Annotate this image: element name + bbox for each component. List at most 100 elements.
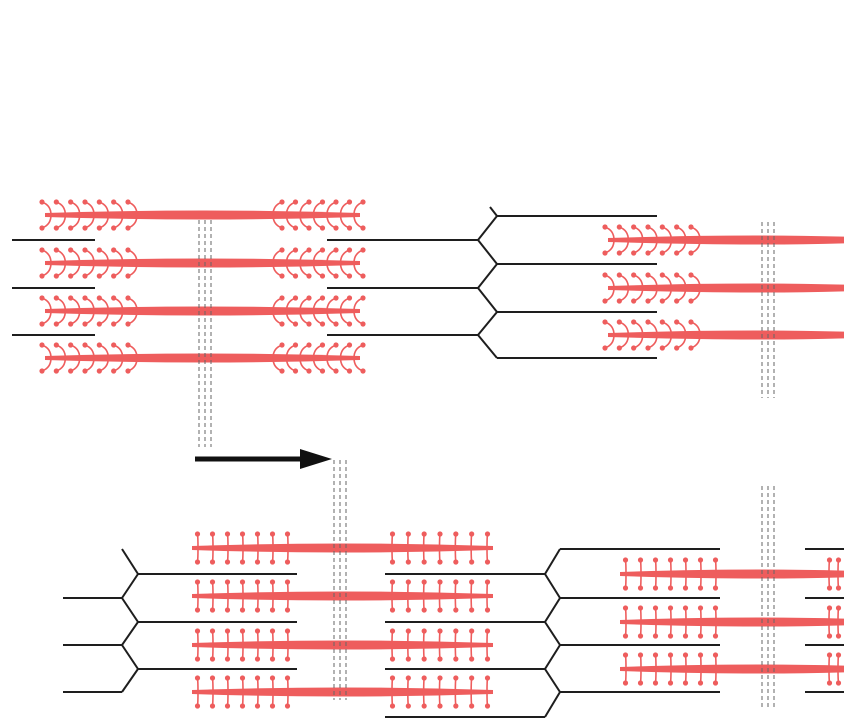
myosin-head-tip — [68, 225, 74, 231]
myosin-head-tip — [645, 272, 651, 278]
myosin-filament — [192, 628, 493, 662]
myosin-head-tip — [667, 680, 674, 686]
myosin-head-tip — [96, 295, 102, 301]
myosin-body — [192, 687, 493, 697]
myosin-head-tip — [405, 675, 411, 681]
myosin-head-tip — [835, 652, 842, 658]
myosin-head-tip — [239, 579, 246, 585]
myosin-head-tip — [453, 559, 459, 565]
myosin-head-tip — [125, 342, 131, 348]
myosin-head-tip — [254, 531, 261, 537]
myosin-head-tip — [194, 675, 201, 681]
myosin-body — [45, 306, 360, 316]
myosin-head-tip — [111, 247, 117, 253]
myosin-head-tip — [437, 579, 443, 585]
myosin-head-tip — [269, 628, 276, 634]
myosin-head-tip — [111, 199, 117, 205]
m-line-layer — [198, 220, 775, 708]
myosin-head-tip — [254, 579, 261, 585]
myosin-head-tip — [826, 652, 833, 658]
myosin-head-tip — [437, 703, 443, 709]
myosin-head-tip — [209, 607, 216, 613]
myosin-head-tip — [637, 605, 644, 611]
myosin-head-tip — [82, 368, 88, 374]
myosin-head-tip — [421, 703, 427, 709]
myosin-head-tip — [82, 247, 88, 253]
myosin-head-tip — [389, 579, 396, 585]
myosin-body — [192, 543, 493, 553]
myosin-head-tip — [319, 199, 326, 205]
myosin-head-tip — [333, 368, 339, 374]
myosin-head-tip — [279, 273, 285, 279]
myosin-head-tip — [346, 342, 353, 348]
myosin-body — [608, 283, 844, 293]
myosin-head-tip — [652, 585, 659, 591]
myosin-head-tip — [346, 273, 353, 279]
myosin-head-tip — [697, 557, 704, 563]
myosin-head-tip — [224, 531, 231, 537]
myosin-head-tip — [421, 628, 427, 634]
myosin-head-tip — [292, 321, 299, 327]
myosin-head-tip — [194, 703, 201, 709]
myosin-head-tip — [688, 345, 694, 351]
myosin-head-tip — [279, 368, 285, 374]
myosin-head-tip — [239, 607, 246, 613]
myosin-head-tip — [254, 559, 261, 565]
myosin-head-tip — [682, 633, 689, 639]
myosin-head-tip — [616, 345, 622, 351]
myosin-head-tip — [306, 342, 312, 348]
actin-layer — [12, 206, 844, 718]
myosin-body — [45, 210, 360, 220]
myosin-head-tip — [333, 225, 339, 231]
myosin-head-tip — [645, 250, 651, 256]
myosin-head-tip — [209, 531, 216, 537]
myosin-head-tip — [645, 345, 651, 351]
myosin-head-tip — [712, 557, 719, 563]
myosin-filament — [602, 319, 844, 351]
myosin-head-tip — [360, 199, 366, 205]
myosin-head-tip — [652, 652, 659, 658]
myosin-head-tip — [469, 531, 475, 537]
myosin-head-tip — [484, 628, 491, 634]
myosin-head-tip — [333, 295, 339, 301]
myosin-head-tip — [333, 342, 339, 348]
myosin-head-tip — [667, 605, 674, 611]
myosin-head-tip — [826, 585, 833, 591]
myosin-head-tip — [688, 319, 694, 325]
myosin-head-tip — [469, 628, 475, 634]
myosin-head-tip — [389, 703, 396, 709]
myosin-head-tip — [53, 199, 59, 205]
myosin-head-tip — [224, 703, 231, 709]
myosin-head-tip — [39, 295, 45, 301]
myosin-head-tip — [652, 633, 659, 639]
myosin-head-tip — [484, 559, 491, 565]
myosin-head-tip — [306, 225, 312, 231]
myosin-head-tip — [68, 247, 74, 253]
myosin-filament — [620, 557, 844, 591]
myosin-head-tip — [484, 675, 491, 681]
myosin-head-tip — [645, 224, 651, 230]
myosin-head-tip — [360, 321, 366, 327]
myosin-head-tip — [631, 319, 637, 325]
myosin-head-tip — [421, 559, 427, 565]
myosin-head-tip — [254, 675, 261, 681]
myosin-head-tip — [333, 199, 339, 205]
myosin-head-tip — [469, 607, 475, 613]
myosin-head-tip — [39, 247, 45, 253]
myosin-head-tip — [254, 628, 261, 634]
myosin-head-tip — [360, 247, 366, 253]
myosin-head-tip — [209, 703, 216, 709]
myosin-body — [45, 258, 360, 268]
myosin-head-tip — [269, 675, 276, 681]
myosin-head-tip — [239, 531, 246, 537]
myosin-head-tip — [82, 273, 88, 279]
myosin-head-tip — [453, 579, 459, 585]
myosin-head-tip — [360, 368, 366, 374]
myosin-head-tip — [96, 342, 102, 348]
myosin-filament — [602, 272, 844, 304]
myosin-head-tip — [269, 607, 276, 613]
myosin-head-tip — [421, 656, 427, 662]
myosin-head-tip — [637, 585, 644, 591]
myosin-head-tip — [682, 652, 689, 658]
